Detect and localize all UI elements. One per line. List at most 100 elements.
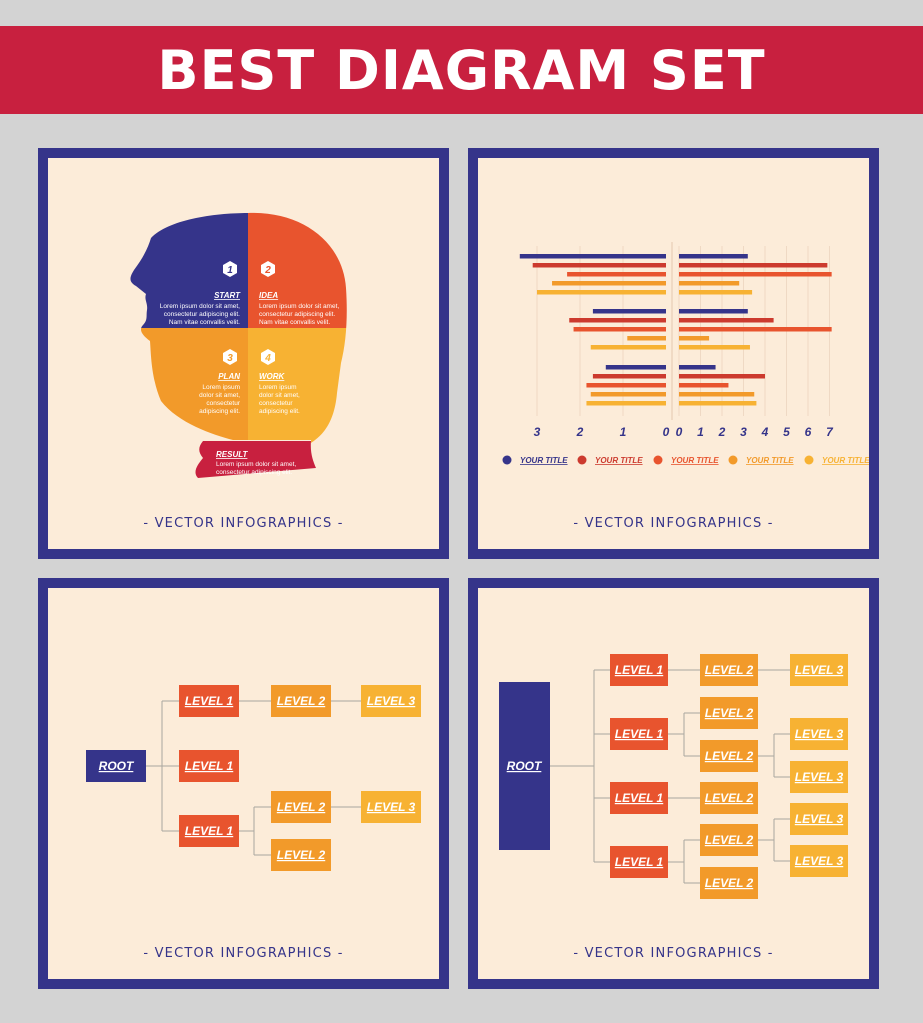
root-label: ROOT [507,759,543,773]
level1-node [610,846,668,878]
segment-text: consectetur adipiscing elit. [164,311,240,318]
tick-label: 4 [761,425,769,439]
tick-label: 2 [576,425,584,439]
bar-right [679,374,765,379]
tick-label: 1 [620,425,627,439]
bar-right [679,290,753,295]
node-label: LEVEL 1 [185,759,234,773]
large-tree-panel: ROOT LEVEL 1 LEVEL 1 LEVEL 1 LEVEL 1 LEV… [468,578,879,989]
legend-label: YOUR TITLE [822,456,869,465]
segment-title: IDEA [259,291,278,300]
bar-left [573,327,666,332]
node-label: LEVEL 1 [615,791,664,805]
node-label: LEVEL 2 [277,848,326,862]
bar-right [679,392,755,397]
node-label: LEVEL 3 [795,854,844,868]
level3-node [790,761,848,793]
bar-right [679,281,740,286]
head-segment-result [195,441,316,478]
level1-node [179,750,239,782]
node-label: LEVEL 1 [185,694,234,708]
small-tree-panel: ROOT LEVEL 1 LEVEL 1 LEVEL 1 LEVEL 2 LEV… [38,578,449,989]
tick-label: 1 [697,425,704,439]
hexagon-2-icon: 2 [261,261,275,277]
segment-title: PLAN [218,372,240,381]
root-node [499,682,550,850]
node-label: LEVEL 3 [367,694,416,708]
panel-background: ROOT LEVEL 1 LEVEL 1 LEVEL 1 LEVEL 1 LEV… [478,588,869,979]
node-label: LEVEL 2 [705,663,754,677]
bar-left [519,254,666,259]
segment-text: Lorem ipsum [202,384,240,391]
segment-text: Nam vitae convallis velit. [169,319,240,326]
bar-right [679,345,750,350]
node-label: LEVEL 3 [795,770,844,784]
segment-text: dolor sit amet, [199,392,240,399]
root-node [86,750,146,782]
bar-left [552,281,666,286]
legend-dot-icon [577,455,587,465]
segment-text: adipiscing elit. [259,408,300,415]
node-label: LEVEL 3 [795,663,844,677]
panel-footer: - VECTOR INFOGRAPHICS - [143,516,344,531]
node-label: LEVEL 1 [185,824,234,838]
segment-title: WORK [259,372,286,381]
level2-node [271,839,331,871]
segment-text: Lorem ipsum dolor sit amet, [160,303,240,310]
bar-left [592,309,666,314]
tree-connectors [550,669,790,884]
tick-label: 6 [805,425,812,439]
bar-left [567,272,666,277]
bar-left [586,383,666,388]
segment-text: Lorem ipsum dolor sit amet, [259,303,339,310]
tick-label: 5 [783,425,790,439]
level2-node [700,867,758,899]
node-label: LEVEL 2 [705,791,754,805]
panel-footer: - VECTOR INFOGRAPHICS - [573,946,774,961]
node-label: LEVEL 2 [705,749,754,763]
node-label: LEVEL 2 [277,800,326,814]
level2-node [700,697,758,729]
root-label: ROOT [99,759,135,773]
segment-text: Nam vitae convallis velit. [259,319,330,326]
level3-node [790,654,848,686]
bar-left [590,345,666,350]
page-title: BEST DIAGRAM SET [157,38,766,102]
bar-left [537,290,666,295]
result-text: consectetur adipiscing elit. [216,469,292,476]
bar-right [679,401,757,406]
level3-node [790,803,848,835]
tick-label: 3 [534,425,541,439]
panel-background: 1 2 3 4 START Lorem ipsum dolor sit amet… [48,158,439,549]
bar-left [627,336,666,341]
bar-left [569,318,666,323]
tick-label: 0 [676,425,683,439]
hexagon-4-icon: 4 [261,349,275,365]
bar-right [679,309,748,314]
panel-background: ROOT LEVEL 1 LEVEL 1 LEVEL 1 LEVEL 2 LEV… [48,588,439,979]
node-label: LEVEL 3 [367,800,416,814]
node-label: LEVEL 2 [705,876,754,890]
large-tree-diagram: ROOT LEVEL 1 LEVEL 1 LEVEL 1 LEVEL 1 LEV… [499,654,848,899]
segment-number: 3 [227,353,233,364]
bar-right [679,365,716,370]
bar-left [590,392,666,397]
segment-text: consectetur [259,400,293,407]
segment-title: START [214,291,241,300]
level2-node [700,824,758,856]
bar-left [592,374,666,379]
node-label: LEVEL 2 [705,706,754,720]
small-tree-diagram: ROOT LEVEL 1 LEVEL 1 LEVEL 1 LEVEL 2 LEV… [86,685,421,871]
tick-label: 7 [826,425,834,439]
hexagon-1-icon: 1 [223,261,237,277]
bar-left [586,401,666,406]
node-label: LEVEL 1 [615,663,664,677]
legend-dot-icon [728,455,738,465]
level1-node [610,782,668,814]
head-diagram-panel: 1 2 3 4 START Lorem ipsum dolor sit amet… [38,148,449,559]
level3-node [361,791,421,823]
segment-text: consectetur [206,400,240,407]
panel-footer: - VECTOR INFOGRAPHICS - [573,516,774,531]
